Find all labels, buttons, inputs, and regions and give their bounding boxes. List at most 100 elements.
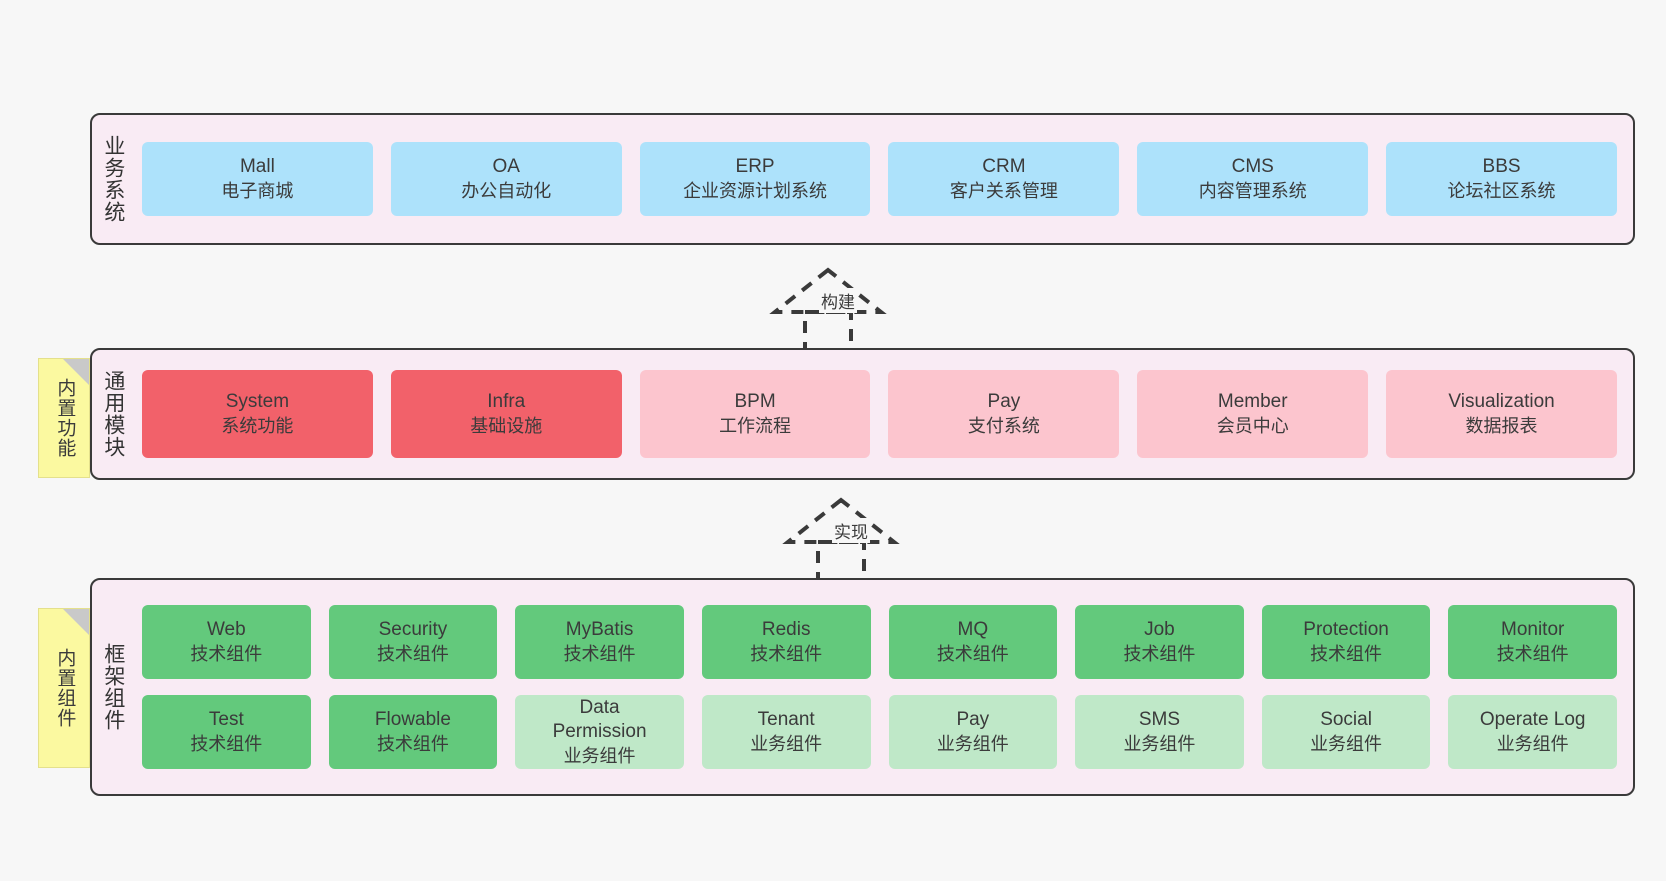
component-card-flowable[interactable]: Flowable 技术组件 xyxy=(328,695,498,769)
module-card-subtitle: 客户关系管理 xyxy=(949,180,1058,201)
module-card-pay[interactable]: Pay 支付系统 xyxy=(888,370,1120,458)
module-card-title: Member xyxy=(1217,390,1288,412)
component-card-subtitle: 业务组件 xyxy=(1310,733,1383,754)
module-card-member[interactable]: Member 会员中心 xyxy=(1137,370,1369,458)
component-card-subtitle: 技术组件 xyxy=(190,643,263,664)
component-card-title: Test xyxy=(208,708,244,730)
module-card-subtitle: 支付系统 xyxy=(967,415,1040,436)
module-card-bbs[interactable]: BBS 论坛社区系统 xyxy=(1386,142,1617,216)
component-card-job[interactable]: Job 技术组件 xyxy=(1075,605,1244,679)
module-card-oa[interactable]: OA 办公自动化 xyxy=(390,142,622,216)
component-card-title: MyBatis xyxy=(565,618,634,640)
component-card-subtitle: 业务组件 xyxy=(563,746,636,766)
component-card-pay[interactable]: Pay 业务组件 xyxy=(888,695,1058,769)
component-card-security[interactable]: Security 技术组件 xyxy=(328,605,498,679)
module-card-title: BPM xyxy=(734,390,776,412)
module-card-cms[interactable]: CMS 内容管理系统 xyxy=(1137,142,1369,216)
component-card-title: MQ xyxy=(957,618,989,640)
component-card-subtitle: 技术组件 xyxy=(1496,643,1569,664)
module-card-title: Pay xyxy=(987,390,1021,412)
module-card-subtitle: 内容管理系统 xyxy=(1198,180,1307,201)
component-card-title: SMS xyxy=(1138,708,1181,730)
component-card-title: Redis xyxy=(761,618,811,640)
component-card-title: Monitor xyxy=(1501,618,1565,640)
module-card-bpm[interactable]: BPM 工作流程 xyxy=(639,370,871,458)
component-card-subtitle: 技术组件 xyxy=(1123,643,1196,664)
module-card-subtitle: 论坛社区系统 xyxy=(1447,180,1556,201)
module-card-subtitle: 系统功能 xyxy=(221,415,294,436)
module-card-crm[interactable]: CRM 客户关系管理 xyxy=(888,142,1120,216)
component-card-subtitle: 业务组件 xyxy=(1496,733,1569,754)
component-card-subtitle: 技术组件 xyxy=(750,643,823,664)
component-row-technical: Web 技术组件 Security 技术组件 MyBatis 技术组件 Redi… xyxy=(142,605,1617,679)
connector-implement: 实现 xyxy=(770,492,930,582)
component-card-sms[interactable]: SMS 业务组件 xyxy=(1075,695,1244,769)
component-card-title: Security xyxy=(378,618,448,640)
component-card-test[interactable]: Test 技术组件 xyxy=(142,695,311,769)
layer-common-module: 通用模块 System 系统功能 Infra 基础设施 BPM 工作流程 Pay… xyxy=(90,348,1635,480)
component-card-title: Pay xyxy=(956,708,990,730)
layer-body-framework-component: Web 技术组件 Security 技术组件 MyBatis 技术组件 Redi… xyxy=(134,580,1633,794)
module-card-subtitle: 基础设施 xyxy=(470,415,543,436)
module-card-visualization[interactable]: Visualization 数据报表 xyxy=(1386,370,1617,458)
connector-build: 构建 xyxy=(757,262,917,352)
component-card-title: Operate Log xyxy=(1479,708,1586,730)
layer-label-common-module: 通用模块 xyxy=(101,370,125,458)
module-card-infra[interactable]: Infra 基础设施 xyxy=(390,370,622,458)
component-card-subtitle: 业务组件 xyxy=(750,733,823,754)
component-card-social[interactable]: Social 业务组件 xyxy=(1261,695,1431,769)
component-card-mybatis[interactable]: MyBatis 技术组件 xyxy=(515,605,684,679)
component-card-title: Social xyxy=(1320,708,1372,730)
component-card-monitor[interactable]: Monitor 技术组件 xyxy=(1448,605,1617,679)
component-card-protection[interactable]: Protection 技术组件 xyxy=(1261,605,1431,679)
component-card-redis[interactable]: Redis 技术组件 xyxy=(701,605,871,679)
module-card-title: Mall xyxy=(239,155,275,177)
module-card-title: CRM xyxy=(982,155,1026,177)
module-card-title: Visualization xyxy=(1448,390,1555,412)
layer-label-business-system: 业务系统 xyxy=(101,135,125,223)
component-card-data-permission[interactable]: Data Permission 业务组件 xyxy=(515,695,684,769)
note-builtin-component[interactable]: 内置组件 xyxy=(38,608,90,768)
module-card-subtitle: 工作流程 xyxy=(719,415,792,436)
module-card-subtitle: 企业资源计划系统 xyxy=(683,180,828,201)
module-card-subtitle: 办公自动化 xyxy=(461,180,552,201)
module-row: Mall 电子商城 OA 办公自动化 ERP 企业资源计划系统 CRM 客户关系… xyxy=(142,142,1617,216)
component-card-subtitle: 技术组件 xyxy=(1310,643,1383,664)
component-card-subtitle: 业务组件 xyxy=(936,733,1009,754)
module-row: System 系统功能 Infra 基础设施 BPM 工作流程 Pay 支付系统… xyxy=(142,370,1617,458)
module-card-erp[interactable]: ERP 企业资源计划系统 xyxy=(639,142,871,216)
component-card-subtitle: 技术组件 xyxy=(563,643,636,664)
module-card-title: ERP xyxy=(735,155,775,177)
layer-framework-component: 框架组件 Web 技术组件 Security 技术组件 MyBatis 技术组件… xyxy=(90,578,1635,796)
layer-business-system: 业务系统 Mall 电子商城 OA 办公自动化 ERP 企业资源计划系统 CRM… xyxy=(90,113,1635,245)
module-card-subtitle: 会员中心 xyxy=(1216,415,1289,436)
connector-implement-label: 实现 xyxy=(832,518,870,543)
component-card-title: Flowable xyxy=(374,708,451,730)
component-card-title: Job xyxy=(1144,618,1175,640)
component-card-subtitle: 技术组件 xyxy=(190,733,263,754)
module-card-title: CMS xyxy=(1231,155,1274,177)
module-card-title: Infra xyxy=(487,390,526,412)
module-card-title: BBS xyxy=(1482,155,1521,177)
connector-build-label: 构建 xyxy=(819,288,857,313)
component-card-title: Web xyxy=(206,618,246,640)
component-card-title: Data Permission xyxy=(552,696,647,743)
module-card-subtitle: 电子商城 xyxy=(221,180,294,201)
component-card-subtitle: 技术组件 xyxy=(376,733,449,754)
module-card-title: System xyxy=(225,390,290,412)
component-card-operate-log[interactable]: Operate Log 业务组件 xyxy=(1448,695,1617,769)
note-builtin-function[interactable]: 内置功能 xyxy=(38,358,90,478)
module-card-mall[interactable]: Mall 电子商城 xyxy=(142,142,373,216)
component-card-title: Protection xyxy=(1303,618,1389,640)
component-card-web[interactable]: Web 技术组件 xyxy=(142,605,311,679)
layer-body-business-system: Mall 电子商城 OA 办公自动化 ERP 企业资源计划系统 CRM 客户关系… xyxy=(134,115,1633,243)
component-card-subtitle: 技术组件 xyxy=(936,643,1009,664)
component-row-business: Test 技术组件 Flowable 技术组件 Data Permission … xyxy=(142,695,1617,769)
module-card-system[interactable]: System 系统功能 xyxy=(142,370,373,458)
module-card-subtitle: 数据报表 xyxy=(1465,415,1538,436)
component-card-subtitle: 业务组件 xyxy=(1123,733,1196,754)
layer-label-framework-component: 框架组件 xyxy=(101,643,125,731)
component-card-tenant[interactable]: Tenant 业务组件 xyxy=(701,695,871,769)
component-card-mq[interactable]: MQ 技术组件 xyxy=(888,605,1058,679)
